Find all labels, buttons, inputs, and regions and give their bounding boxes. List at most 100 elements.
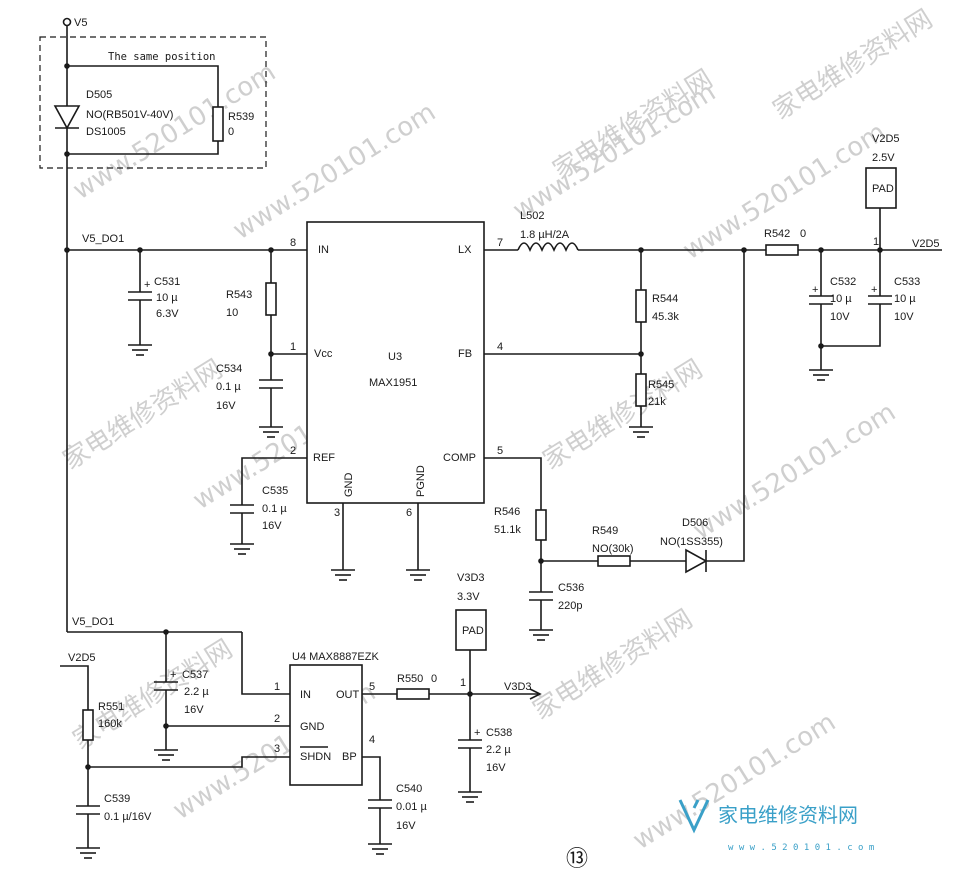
- r550-value: 0: [431, 673, 437, 685]
- u4-pin-shdn: SHDN: [300, 751, 331, 763]
- c535-ref: C535: [262, 485, 288, 497]
- watermark-6: 家电维修资料网: [528, 604, 698, 726]
- u3-pin-pgnd: PGND: [415, 465, 427, 497]
- u4-num-bp: 4: [369, 734, 375, 746]
- v3d3-pad-voltage: 3.3V: [457, 591, 480, 603]
- v2d5-pad-name: V2D5: [872, 133, 900, 145]
- r549-resistor: [597, 555, 631, 567]
- l502-inductor: [517, 242, 579, 253]
- ground-c537: [154, 749, 178, 761]
- u3-num-in: 8: [290, 237, 296, 249]
- r542-ref: R542: [764, 228, 790, 240]
- v3d3-output-label: V3D3: [504, 681, 532, 693]
- c531-ref: C531: [154, 276, 180, 288]
- r543-ref: R543: [226, 289, 252, 301]
- r544-value: 45.3k: [652, 311, 679, 323]
- c534-ref: C534: [216, 363, 242, 375]
- l502-value: 1.8 µH/2A: [520, 229, 570, 241]
- r539-resistor: [212, 106, 224, 142]
- ground-c536: [529, 629, 553, 641]
- r545-value: 21k: [648, 396, 666, 408]
- d505-diode: [53, 105, 81, 130]
- c531-plus: +: [144, 279, 150, 291]
- u3-num-fb: 4: [497, 341, 503, 353]
- u4-pin-in: IN: [300, 689, 311, 701]
- c532-ref: C532: [830, 276, 856, 288]
- c535-value: 0.1 µ: [262, 503, 287, 515]
- d505-ref: D505: [86, 89, 112, 101]
- u3-ref: U3: [388, 351, 402, 363]
- ground-c534: [259, 426, 283, 438]
- r542-resistor: [765, 244, 799, 256]
- c539-value: 0.1 µ/16V: [104, 811, 152, 823]
- v2d5-pad-label: PAD: [872, 183, 894, 195]
- v3d3-pad: [455, 609, 487, 651]
- v2d5-input-label: V2D5: [68, 652, 96, 664]
- v2d5-pad-pin: 1: [873, 236, 879, 248]
- l502-ref: L502: [520, 210, 544, 222]
- r545-resistor: [635, 373, 647, 407]
- watermark-1: 家电维修资料网: [548, 64, 718, 186]
- u4-num-shdn: 3: [274, 743, 280, 755]
- u3-num-ref: 2: [290, 445, 296, 457]
- c533-value: 10 µ: [894, 293, 916, 305]
- logo-url: w w w . 5 2 0 1 0 1 . c o m: [728, 843, 874, 853]
- u3-num-pgnd: 6: [406, 507, 412, 519]
- u3-num-lx: 7: [497, 237, 503, 249]
- c539-ref: C539: [104, 793, 130, 805]
- u4-pin-bp: BP: [342, 751, 357, 763]
- r543-resistor: [265, 282, 277, 316]
- watermark-2: 家电维修资料网: [768, 4, 938, 126]
- d506-diode: [685, 548, 708, 574]
- v2d5-pad-voltage: 2.5V: [872, 152, 895, 164]
- ground-c531: [128, 344, 152, 356]
- u3-num-vcc: 1: [290, 341, 296, 353]
- r546-resistor: [535, 509, 547, 541]
- c538-voltage: 16V: [486, 762, 506, 774]
- u3-num-comp: 5: [497, 445, 503, 457]
- r546-ref: R546: [494, 506, 520, 518]
- r550-resistor: [396, 688, 430, 700]
- dashed-option-box: [39, 36, 267, 169]
- c532-voltage: 10V: [830, 311, 850, 323]
- u4-num-gnd: 2: [274, 713, 280, 725]
- watermark-url-4: www.520101.com: [678, 117, 891, 266]
- c534-voltage: 16V: [216, 400, 236, 412]
- r550-ref: R550: [397, 673, 423, 685]
- v5-label: V5: [74, 17, 87, 29]
- c537-ref: C537: [182, 669, 208, 681]
- c536-value: 220p: [558, 600, 582, 612]
- u3-pin-comp: COMP: [443, 452, 476, 464]
- c532-plus: +: [812, 284, 818, 296]
- d505-alt: DS1005: [86, 126, 126, 138]
- u3-pin-in: IN: [318, 244, 329, 256]
- c535-voltage: 16V: [262, 520, 282, 532]
- v3d3-pad-name: V3D3: [457, 572, 485, 584]
- page-number: ⑬: [566, 847, 588, 872]
- c537-plus: +: [170, 669, 176, 681]
- ground-r545: [629, 426, 653, 438]
- u4-num-out: 5: [369, 681, 375, 693]
- c537-value: 2.2 µ: [184, 686, 209, 698]
- r543-value: 10: [226, 307, 238, 319]
- c531-value: 10 µ: [156, 292, 178, 304]
- r549-ref: R549: [592, 525, 618, 537]
- logo-text: 家电维修资料网: [718, 803, 858, 827]
- c533-voltage: 10V: [894, 311, 914, 323]
- ground-c535: [230, 543, 254, 555]
- c540-voltage: 16V: [396, 820, 416, 832]
- u3-pin-gnd: GND: [343, 473, 355, 498]
- ground-c539: [76, 847, 100, 859]
- watermark-url-6: www.520101.com: [688, 397, 901, 546]
- v3d3-pad-pin: 1: [460, 677, 466, 689]
- c536-ref: C536: [558, 582, 584, 594]
- c538-ref: C538: [486, 727, 512, 739]
- ground-c538: [458, 791, 482, 803]
- v5-terminal: [62, 17, 72, 27]
- c533-ref: C533: [894, 276, 920, 288]
- v2d5-output-label: V2D5: [912, 238, 940, 250]
- u3-pin-lx: LX: [458, 244, 472, 256]
- r551-resistor: [82, 709, 94, 741]
- r542-value: 0: [800, 228, 806, 240]
